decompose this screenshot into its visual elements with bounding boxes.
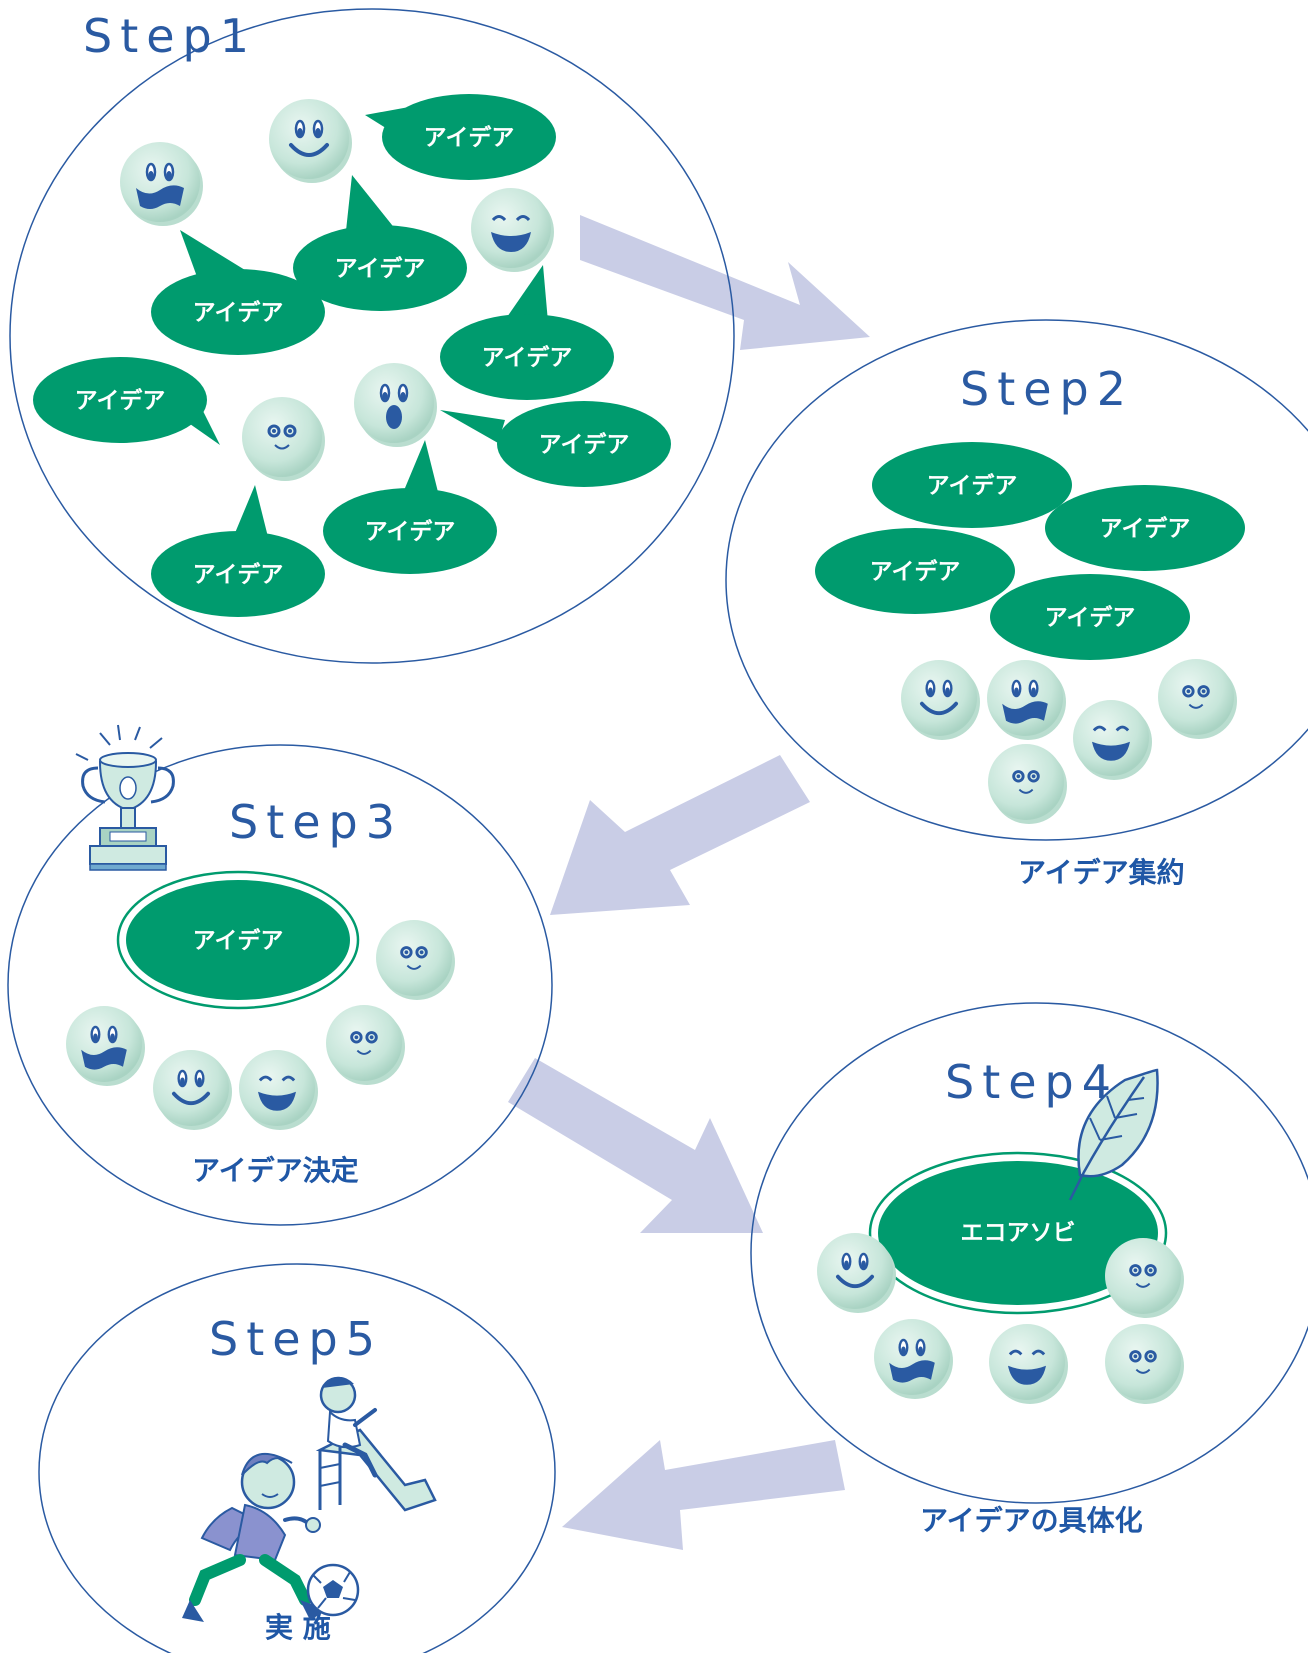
smiley-face-icon	[874, 1319, 953, 1399]
smiley-face-icon	[326, 1005, 405, 1085]
smiley-face-icon	[989, 1324, 1068, 1404]
leaf-icon	[1068, 1068, 1159, 1201]
idea-bubble: アイデア	[815, 528, 1015, 614]
svg-text:アイデア: アイデア	[539, 431, 630, 458]
svg-text:アイデア: アイデア	[365, 518, 456, 545]
idea-bubble: アイデア	[365, 94, 556, 180]
svg-text:アイデア: アイデア	[75, 387, 166, 414]
arrow-step3-to-step4	[508, 1058, 763, 1233]
idea-bubble: アイデア	[872, 442, 1072, 528]
arrow-step2-to-step3	[550, 755, 810, 915]
arrows	[508, 215, 870, 1550]
svg-text:アイデア: アイデア	[1100, 515, 1191, 542]
smiley-face-icon	[239, 1050, 318, 1130]
step2-bubbles: アイデア アイデア アイデア アイデア	[815, 442, 1245, 660]
smiley-face-icon	[988, 744, 1067, 824]
smiley-face-icon	[376, 920, 455, 1000]
step5-caption: 実 施	[265, 1611, 331, 1644]
idea-bubble: アイデア	[323, 440, 497, 574]
step5-title: Step5	[209, 1312, 383, 1366]
svg-text:アイデア: アイデア	[1045, 604, 1136, 631]
svg-text:アイデア: アイデア	[870, 558, 961, 585]
smiley-face-icon	[269, 99, 352, 183]
step2-caption: アイデア集約	[1018, 856, 1185, 889]
step5-circle	[38, 1263, 556, 1653]
smiley-face-icon	[242, 397, 325, 481]
svg-text:エコアソビ: エコアソビ	[961, 1220, 1076, 1246]
smiley-face-icon	[1073, 700, 1152, 780]
smiley-face-icon	[120, 142, 203, 226]
step2-title: Step2	[960, 362, 1134, 416]
trophy-icon	[75, 724, 175, 871]
idea-bubble: アイデア	[990, 574, 1190, 660]
smiley-face-icon	[817, 1233, 896, 1313]
step4-circle	[750, 1002, 1308, 1504]
smiley-face-icon	[987, 660, 1066, 740]
step2-circle	[725, 319, 1308, 841]
idea-bubble: アイデア	[151, 230, 325, 355]
step1-circle	[9, 8, 735, 664]
idea-bubble: アイデア	[1045, 485, 1245, 571]
idea-bubble: アイデア	[440, 265, 614, 400]
step3-caption: アイデア決定	[192, 1154, 359, 1187]
svg-text:アイデア: アイデア	[193, 927, 284, 954]
step3-title: Step3	[229, 795, 403, 849]
smiley-face-icon	[901, 660, 980, 740]
smiley-face-icon	[1158, 659, 1237, 739]
idea-bubble: アイデア	[33, 357, 220, 445]
arrow-step1-to-step2	[580, 215, 870, 350]
arrow-step4-to-step5	[562, 1440, 845, 1550]
svg-text:アイデア: アイデア	[193, 561, 284, 588]
svg-text:アイデア: アイデア	[927, 472, 1018, 499]
step4-title: Step4	[945, 1055, 1119, 1109]
smiley-face-icon	[1105, 1324, 1184, 1404]
step3-decided-idea: アイデア	[116, 870, 360, 1010]
step1-title: Step1	[83, 9, 257, 63]
faces-layer	[66, 99, 1237, 1404]
step1-bubbles: アイデア アイデア アイデア アイデア アイデア アイデア	[33, 94, 671, 617]
smiley-face-icon	[354, 363, 437, 447]
step4-eco-asobi: エコアソビ	[868, 1151, 1168, 1315]
svg-text:アイデア: アイデア	[193, 299, 284, 326]
svg-text:アイデア: アイデア	[482, 344, 573, 371]
idea-bubble: アイデア	[440, 401, 671, 487]
step4-caption: アイデアの具体化	[920, 1504, 1143, 1537]
smiley-face-icon	[153, 1050, 232, 1130]
svg-text:アイデア: アイデア	[424, 124, 515, 151]
svg-text:アイデア: アイデア	[335, 255, 426, 282]
idea-bubble: アイデア	[293, 175, 467, 311]
idea-bubble: アイデア	[151, 485, 325, 617]
smiley-face-icon	[1105, 1238, 1184, 1318]
children-playing-icon	[182, 1376, 437, 1622]
smiley-face-icon	[471, 188, 554, 272]
step3-circle	[7, 744, 553, 1226]
smiley-face-icon	[66, 1006, 145, 1086]
